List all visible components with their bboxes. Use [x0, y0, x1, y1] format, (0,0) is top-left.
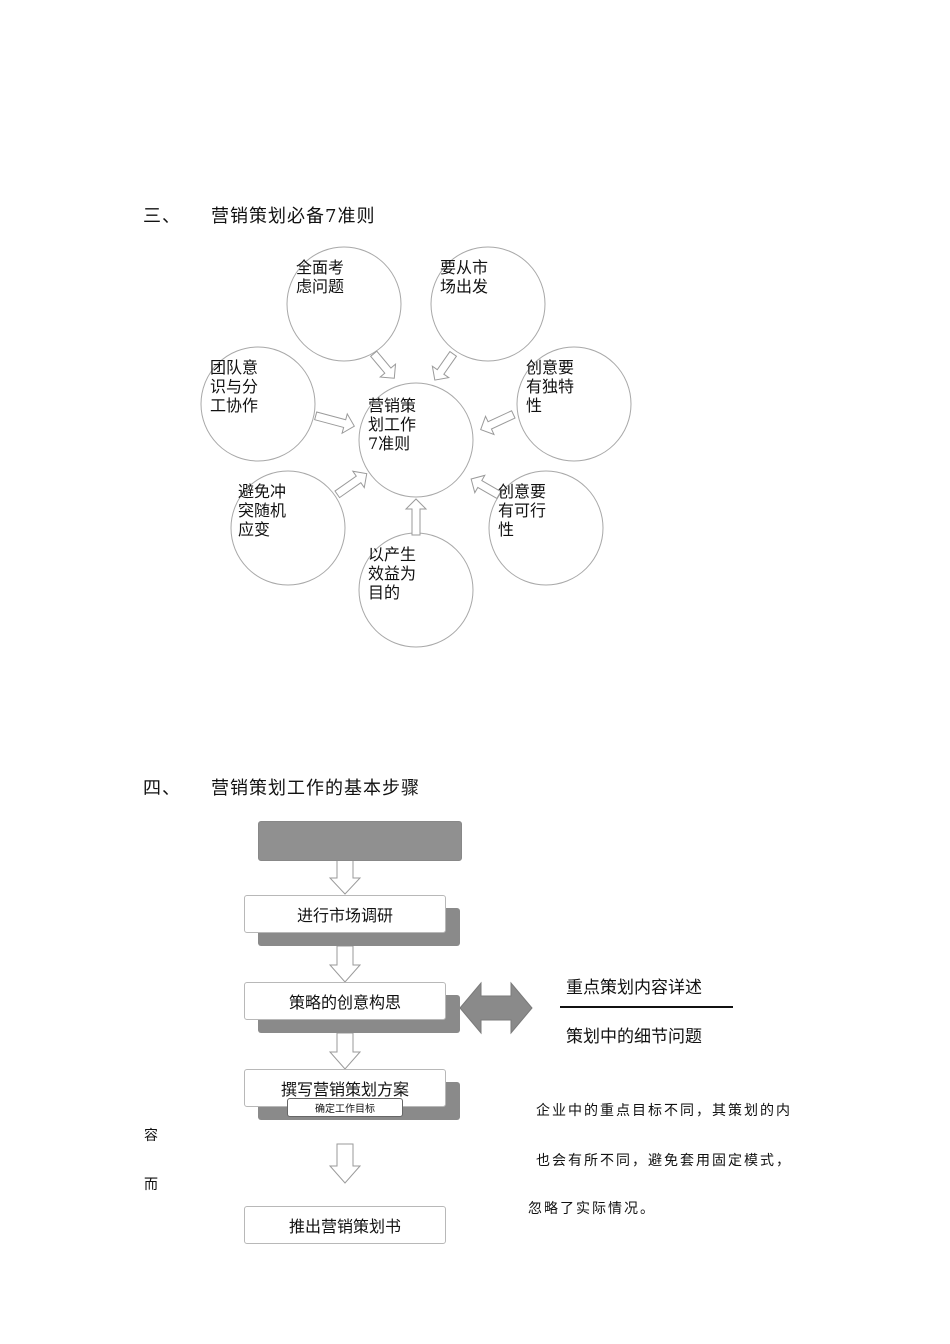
- principle-circle-2: [430, 246, 546, 362]
- step-2-label: 策略的创意构思: [288, 993, 401, 1012]
- arrow-6: [334, 470, 368, 499]
- principle-label-3: 创意要 有独特 性: [526, 358, 575, 415]
- step-4-box: 推出营销策划书: [244, 1206, 446, 1244]
- margin-char-1: 容: [144, 1128, 160, 1144]
- note-line-1: 企业中的重点目标不同，其策划的内: [536, 1103, 792, 1119]
- step-1-label: 进行市场调研: [296, 906, 393, 925]
- principle-label-2: 要从市 场出发: [440, 258, 489, 296]
- step-1-box: 进行市场调研: [244, 895, 446, 933]
- principle-label-4: 创意要 有可行 性: [498, 482, 547, 539]
- arrow-7: [314, 411, 356, 435]
- section-3-heading: 三、 营销策划必备7准则: [143, 202, 375, 228]
- principle-label-7: 团队意 识与分 工协作: [210, 358, 259, 415]
- principles-diagram: [200, 246, 632, 648]
- section-4-number: 四、: [143, 778, 181, 799]
- principle-label-5: 以产生 效益为 目的: [368, 545, 417, 602]
- top-step-block: [258, 821, 462, 861]
- double-arrow: [459, 981, 533, 1035]
- side-text-bottom: 策划中的细节问题: [566, 1027, 702, 1047]
- section-4-title: 营销策划工作的基本步骤: [211, 778, 420, 799]
- arrow-3: [480, 410, 516, 436]
- principle-circle-7: [200, 346, 316, 462]
- note-line-2: 也会有所不同，避免套用固定模式，: [536, 1153, 792, 1169]
- down-arrow-2: [328, 945, 362, 983]
- principle-circle-3: [516, 346, 632, 462]
- note-line-3: 忽略了实际情况。: [528, 1201, 656, 1217]
- principle-circle-1: [286, 246, 402, 362]
- side-text-top: 重点策划内容详述: [566, 978, 702, 998]
- overlay-label: 确定工作目标: [315, 1104, 375, 1115]
- down-arrow-1: [328, 859, 362, 895]
- principle-circle-4: [488, 470, 604, 586]
- down-arrow-3: [328, 1032, 362, 1070]
- section-4-heading: 四、 营销策划工作的基本步骤: [143, 774, 420, 800]
- step-3-label: 撰写营销策划方案: [280, 1080, 409, 1099]
- section-3-number: 三、: [143, 206, 181, 227]
- center-label: 营销策 划工作 7准则: [368, 396, 417, 453]
- step-2-box: 策略的创意构思: [244, 982, 446, 1020]
- overlay-label-box: 确定工作目标: [287, 1098, 403, 1117]
- principle-label-6: 避免冲 突随机 应变: [238, 482, 287, 539]
- section-3-title: 营销策划必备7准则: [211, 206, 376, 227]
- down-arrow-4: [328, 1143, 362, 1184]
- arrow-1: [369, 350, 397, 379]
- step-4-label: 推出营销策划书: [288, 1217, 401, 1236]
- center-circle: [358, 382, 474, 498]
- arrow-5: [404, 498, 428, 536]
- principle-circle-6: [230, 470, 346, 586]
- arrow-4: [470, 474, 502, 500]
- principle-label-1: 全面考 虑问题: [296, 258, 345, 296]
- arrow-2: [431, 350, 458, 381]
- margin-char-2: 而: [144, 1177, 160, 1193]
